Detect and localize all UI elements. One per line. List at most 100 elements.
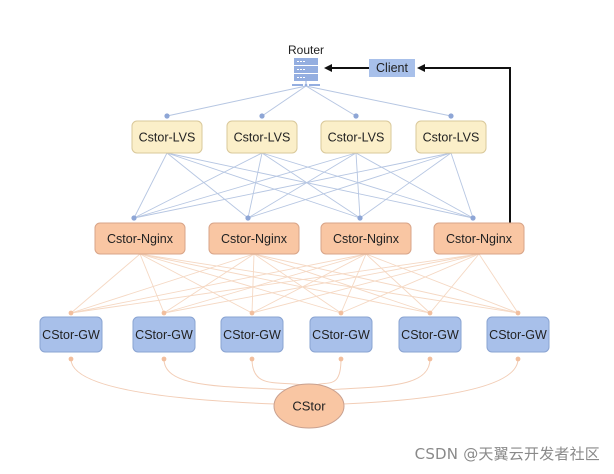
client-label: Client <box>376 61 408 75</box>
nginx-input-dot <box>245 215 251 221</box>
edge-nginx-gw <box>253 253 342 314</box>
gw-node[interactable]: CStor-GW <box>309 316 373 353</box>
edge-lvs-nginx <box>166 152 474 219</box>
nginx-node-label: Cstor-Nginx <box>446 232 513 246</box>
nginx-node-label: Cstor-Nginx <box>221 232 288 246</box>
gw-output-dot <box>427 356 433 362</box>
gw-output-dot <box>338 356 344 362</box>
edge-lvs-nginx <box>450 152 474 219</box>
edge-nginx-gw <box>340 253 480 314</box>
gw-node-box <box>220 316 284 353</box>
cstor-label: CStor <box>292 399 326 414</box>
gw-output-dot <box>515 356 521 362</box>
lvs-node[interactable]: Cstor-LVS <box>131 120 203 154</box>
edge-lvs-nginx <box>166 152 249 219</box>
nginx-node-box <box>433 222 525 255</box>
watermark: CSDN @天翼云开发者社区 <box>414 445 600 463</box>
gw-node-box <box>309 316 373 353</box>
nginx-node-box <box>208 222 300 255</box>
lvs-node-label: Cstor-LVS <box>234 131 291 145</box>
gw-connections <box>70 253 519 405</box>
gw-node[interactable]: CStor-GW <box>486 316 550 353</box>
lvs-node-label: Cstor-LVS <box>423 131 480 145</box>
edge-lvs-nginx <box>247 152 263 219</box>
gw-input-dot <box>161 310 167 316</box>
edge-nginx-gw <box>251 253 255 314</box>
gw-node-box <box>486 316 550 353</box>
edge-nginx-gw <box>253 253 519 314</box>
gw-node[interactable]: CStor-GW <box>132 316 196 353</box>
nginx-node[interactable]: Cstor-Nginx <box>433 222 525 255</box>
edge-nginx-gw <box>70 253 367 314</box>
edge-nginx-gw <box>70 253 141 314</box>
edge-nginx-gw <box>253 253 431 314</box>
lvs-node[interactable]: Cstor-LVS <box>226 120 298 154</box>
lvs-node[interactable]: Cstor-LVS <box>415 120 487 154</box>
edge-router-lvs <box>166 85 307 117</box>
cstor-storage-node[interactable]: CStor <box>273 383 345 429</box>
edge-nginx-gw <box>429 253 480 314</box>
gw-output-dot <box>68 356 74 362</box>
gw-node-box <box>398 316 462 353</box>
nginx-node[interactable]: Cstor-Nginx <box>94 222 186 255</box>
edge-lvs-nginx <box>261 152 361 219</box>
nginx-node-label: Cstor-Nginx <box>107 232 174 246</box>
edge-gw-cstor <box>251 358 303 386</box>
edge-gw-cstor <box>342 358 519 405</box>
edge-nginx-gw <box>251 253 367 314</box>
gw-input-dot <box>68 310 74 316</box>
edge-nginx-gw <box>163 253 367 314</box>
edge-nginx-gw <box>340 253 367 314</box>
edge-nginx-gw <box>70 253 480 314</box>
edge-nginx-gw <box>365 253 431 314</box>
connection-points <box>68 113 521 362</box>
gw-node[interactable]: CStor-GW <box>220 316 284 353</box>
nginx-input-dot <box>470 215 476 221</box>
edge-lvs-nginx <box>166 152 361 219</box>
edge-nginx-gw <box>139 253 165 314</box>
lvs-connections <box>133 85 474 219</box>
lvs-node-box <box>415 120 487 154</box>
edge-router-lvs <box>261 85 307 117</box>
gw-output-dot <box>249 356 255 362</box>
lvs-node-box <box>226 120 298 154</box>
edge-lvs-nginx <box>355 152 474 219</box>
gw-input-dot <box>515 310 521 316</box>
lvs-node-label: Cstor-LVS <box>139 131 196 145</box>
server-rack-icon <box>292 58 320 87</box>
gw-node[interactable]: CStor-GW <box>398 316 462 353</box>
gw-node-label: CStor-GW <box>135 328 193 342</box>
router[interactable]: Router <box>288 43 324 87</box>
edge-lvs-nginx <box>133 152 452 219</box>
gw-node-box <box>39 316 103 353</box>
lvs-layer: Cstor-LVS Cstor-LVS Cstor-LVS Cstor-LVS <box>131 120 487 154</box>
nginx-node-box <box>320 222 412 255</box>
nginx-node-label: Cstor-Nginx <box>333 232 400 246</box>
nginx-node[interactable]: Cstor-Nginx <box>208 222 300 255</box>
gw-node-label: CStor-GW <box>42 328 100 342</box>
edge-nginx-gw <box>139 253 519 314</box>
edge-nginx-gw <box>139 253 431 314</box>
edge-lvs-nginx <box>247 152 357 219</box>
edge-nginx-gw <box>251 253 480 314</box>
lvs-node-box <box>131 120 203 154</box>
lvs-node-box <box>320 120 392 154</box>
lvs-input-dot <box>353 113 359 119</box>
lvs-input-dot <box>448 113 454 119</box>
edge-gw-cstor <box>70 358 276 405</box>
edge-lvs-nginx <box>359 152 452 219</box>
lvs-input-dot <box>259 113 265 119</box>
edge-gw-cstor <box>163 358 291 391</box>
lvs-node[interactable]: Cstor-LVS <box>320 120 392 154</box>
client-node[interactable]: Client <box>369 59 415 77</box>
gw-input-dot <box>427 310 433 316</box>
gw-input-dot <box>249 310 255 316</box>
edge-lvs-nginx <box>355 152 361 219</box>
gw-node[interactable]: CStor-GW <box>39 316 103 353</box>
edge-nginx-gw <box>163 253 480 314</box>
gw-node-label: CStor-GW <box>401 328 459 342</box>
nginx-node[interactable]: Cstor-Nginx <box>320 222 412 255</box>
edge-lvs-nginx <box>133 152 168 219</box>
edge-gw-cstor <box>315 358 342 386</box>
edge-router-lvs <box>305 85 452 117</box>
